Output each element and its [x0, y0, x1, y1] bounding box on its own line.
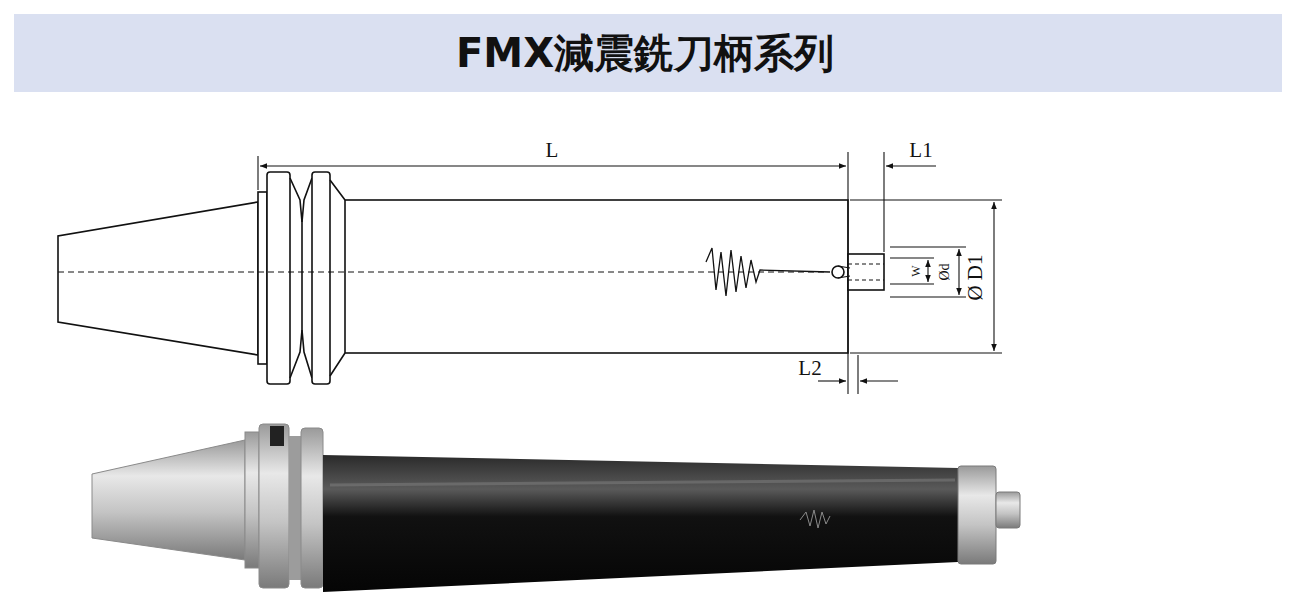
- photo-highlight: [330, 480, 955, 485]
- center-line: [58, 272, 826, 273]
- extension-line: [850, 200, 1002, 353]
- pin-hole: [832, 266, 844, 278]
- photo-groove: [289, 436, 301, 580]
- holder-photo: [92, 424, 1020, 592]
- extension-line: [857, 355, 858, 394]
- title-band: [14, 14, 1282, 92]
- dimension-label: W: [910, 265, 922, 276]
- flange-step: [258, 192, 267, 364]
- dimension-label: Ø D1: [965, 254, 986, 300]
- neck: [330, 180, 345, 376]
- photo-flange-step: [245, 432, 259, 568]
- photo-spring-mark: [800, 510, 830, 528]
- extension-line: [890, 247, 966, 297]
- dimension-label: L: [546, 140, 559, 161]
- v-groove-left: [290, 178, 302, 378]
- dimension-label: L1: [909, 140, 932, 161]
- dimension-label: Ød: [938, 263, 952, 280]
- flange-rear: [312, 172, 330, 384]
- photo-pin: [996, 492, 1020, 528]
- photo-end-ring: [958, 466, 996, 564]
- extension-line: [890, 258, 934, 284]
- dimension-lines: [258, 152, 1002, 394]
- dim-d: [958, 249, 959, 295]
- dim-l: [260, 165, 846, 166]
- dim-l2: [860, 380, 898, 381]
- dimension-label: L2: [798, 358, 821, 379]
- drive-pin: [848, 254, 884, 290]
- damper-spring: [706, 248, 830, 296]
- flange: [267, 172, 290, 384]
- extension-line: [257, 156, 258, 190]
- outline-drawing: [58, 172, 884, 384]
- shank-bar: [345, 200, 848, 353]
- v-groove-right: [302, 178, 312, 378]
- extension-line: [883, 152, 884, 252]
- photo-black-bar: [323, 455, 958, 592]
- extension-line: [847, 152, 848, 394]
- dim-l1: [886, 165, 936, 166]
- taper-cone: [58, 202, 258, 355]
- dim-l2: [818, 380, 846, 381]
- photo-cone: [92, 440, 245, 560]
- dim-w: [927, 260, 928, 282]
- pin-hidden-line: [848, 264, 884, 280]
- photo-flange-rear: [301, 428, 323, 588]
- photo-key: [270, 426, 284, 446]
- photo-flange: [259, 424, 289, 588]
- dim-d1: [993, 202, 994, 351]
- title: FMX減震銑刀柄系列: [456, 31, 834, 75]
